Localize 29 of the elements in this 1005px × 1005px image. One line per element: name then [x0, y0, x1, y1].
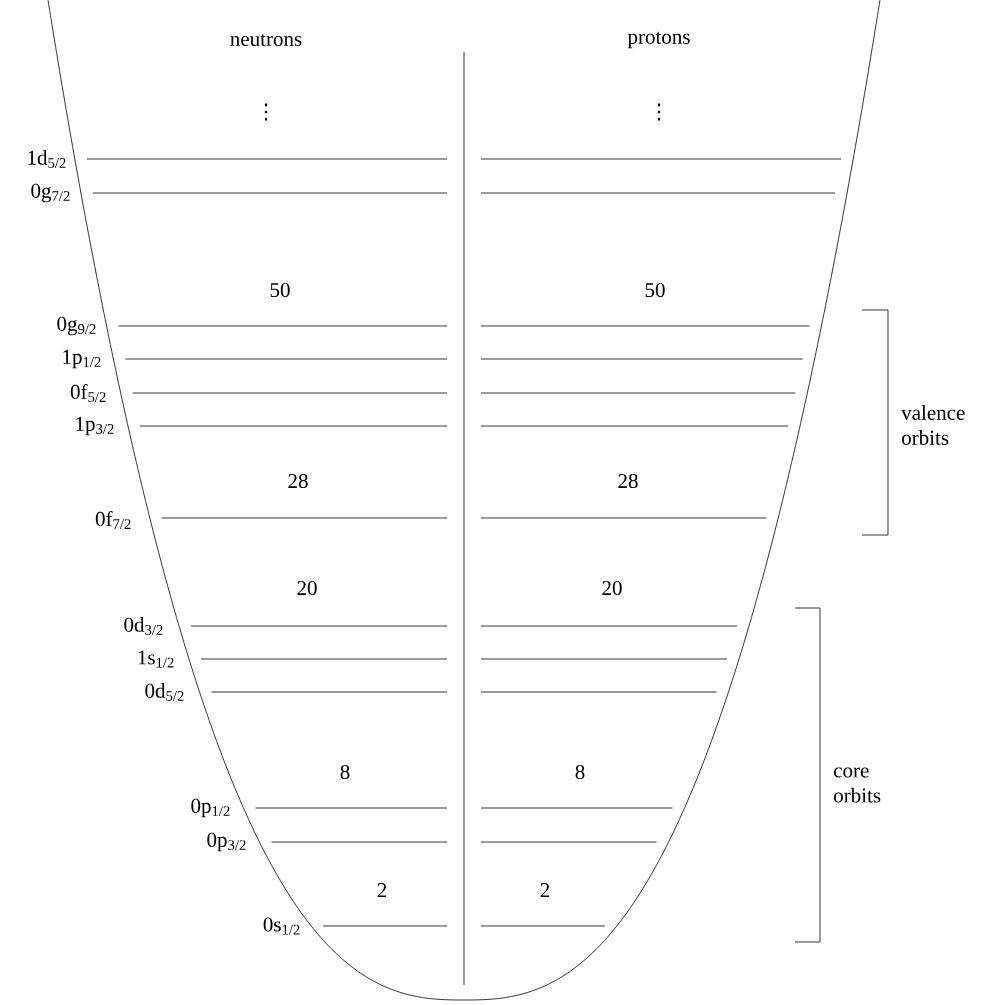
magic-number: 8	[340, 764, 350, 780]
orbit-label: 0d$_{5/2}$	[145, 683, 184, 701]
orbit-label: 1p$_{1/2}$	[63, 349, 101, 369]
orbit-label: 0g$_{9/2}$	[57, 316, 96, 336]
orbit-label: 0d$_{3/2}$	[124, 617, 163, 635]
orbit-label: 0f$_{7/2}$	[95, 511, 131, 530]
magic-number: 50	[270, 282, 290, 298]
magic-number: 20	[602, 580, 622, 596]
orbit-label: 0f$_{5/2}$	[70, 384, 106, 403]
ellipsis-mark: ⋮	[264, 103, 268, 121]
magic-number: 28	[618, 473, 638, 489]
orbit-label: 1d$_{5/2}$	[28, 150, 66, 168]
bracket-label: valence orbits	[901, 405, 965, 445]
column-heading: protons	[627, 31, 690, 49]
orbit-label: 0s$_{1/2}$	[263, 917, 300, 935]
bracket-label: core orbits	[834, 767, 881, 803]
orbit-label: 0g$_{7/2}$	[31, 183, 70, 203]
magic-number: 20	[297, 580, 317, 596]
orbit-label: 1s$_{1/2}$	[138, 650, 174, 668]
orbit-label: 0p$_{3/2}$	[207, 832, 246, 852]
column-heading: neutrons	[230, 34, 302, 46]
magic-number: 2	[540, 883, 550, 897]
magic-number: 50	[645, 282, 665, 298]
orbit-label: 1p$_{3/2}$	[76, 416, 114, 436]
magic-number: 8	[575, 764, 585, 780]
magic-number: 28	[288, 473, 308, 489]
magic-number: 2	[377, 883, 387, 897]
orbit-label: 0p$_{1/2}$	[191, 798, 230, 818]
ellipsis-mark: ⋮	[657, 103, 661, 121]
